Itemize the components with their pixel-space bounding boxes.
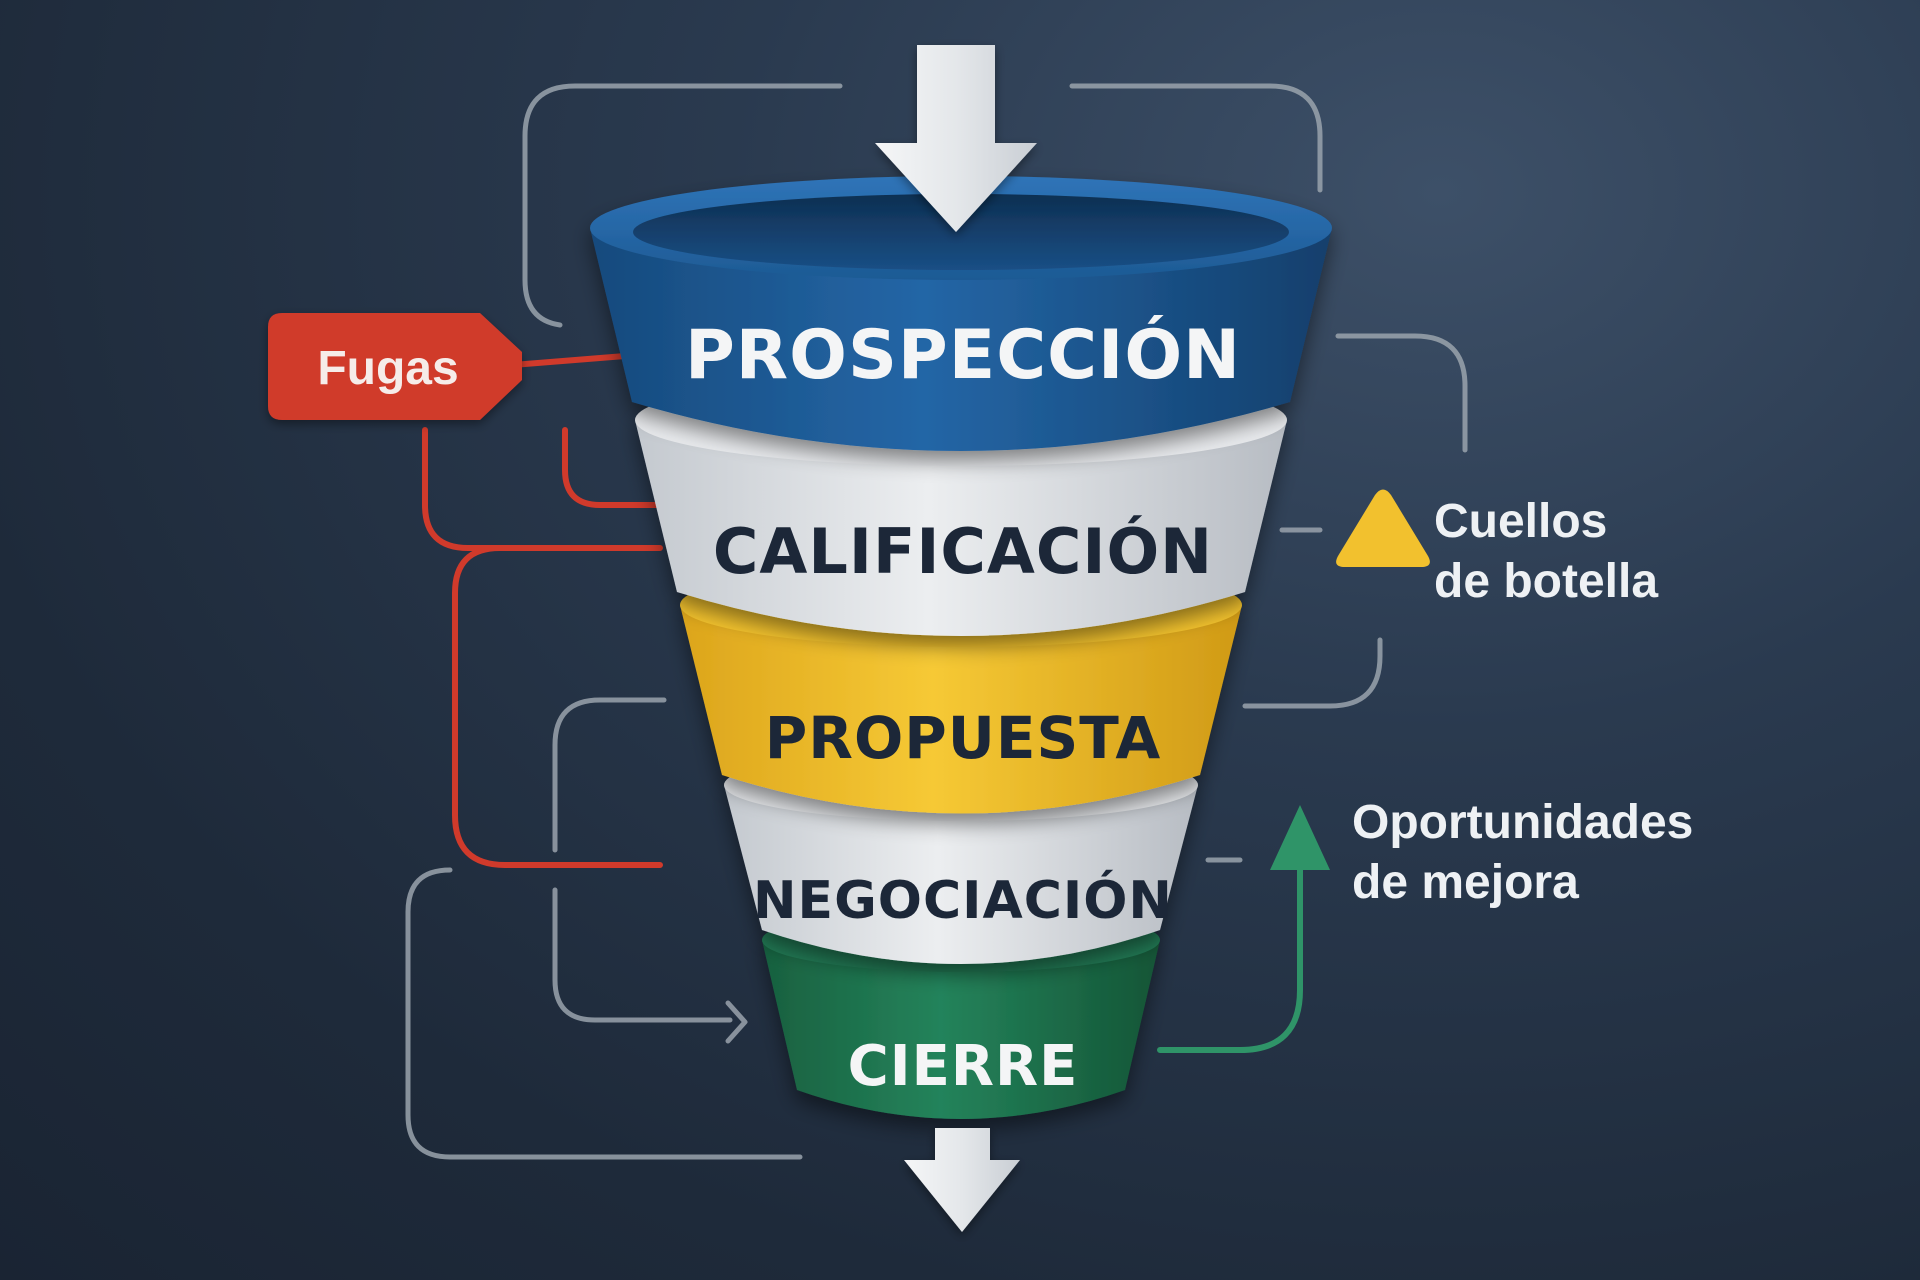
oportunidades-callout: Oportunidades de mejora [1352, 796, 1693, 909]
connector-right-propuesta [1242, 637, 1383, 709]
connector-left-negociacion [552, 887, 733, 1023]
fugas-callout: Fugas [268, 313, 522, 420]
fugas-line-down-2 [562, 427, 663, 508]
connector-left-propuesta [552, 697, 667, 853]
fugas-label: Fugas [317, 342, 458, 395]
input-down-arrow-icon [875, 45, 1037, 232]
tag-icon [268, 313, 522, 420]
connector-right-prospeccion [1335, 333, 1468, 453]
fugas-line-down-1 [422, 427, 663, 551]
cuellos-label-line1: Cuellos [1434, 495, 1607, 548]
output-down-arrow-icon [904, 1128, 1020, 1232]
connector-left-arrowhead [725, 1000, 748, 1044]
connector-top-left [522, 83, 843, 328]
oportunidades-label-line2: de mejora [1352, 856, 1579, 909]
stage-label-prospeccion: PROSPECCIÓN [685, 315, 1241, 395]
stage-label-calificacion: CALIFICACIÓN [713, 515, 1213, 588]
oportunidades-label-line1: Oportunidades [1352, 796, 1693, 849]
fugas-lines [422, 353, 663, 868]
warning-triangle-icon [1336, 489, 1430, 567]
connector-bottom-loop [405, 867, 803, 1160]
connector-top-right [1069, 83, 1323, 193]
stage-label-negociacion: NEGOCIACIÓN [753, 869, 1173, 931]
connector-lines [405, 83, 1468, 1160]
fugas-line-down-3 [452, 545, 663, 868]
oportunidades-line [1157, 805, 1330, 1053]
stage-prospeccion [590, 176, 1332, 451]
cuellos-callout: Cuellos de botella [1336, 489, 1658, 608]
stage-label-cierre: CIERRE [848, 1034, 1079, 1099]
cuellos-label-line2: de botella [1434, 555, 1658, 608]
stage-label-propuesta: PROPUESTA [765, 704, 1161, 772]
up-arrow-icon [1270, 805, 1330, 870]
